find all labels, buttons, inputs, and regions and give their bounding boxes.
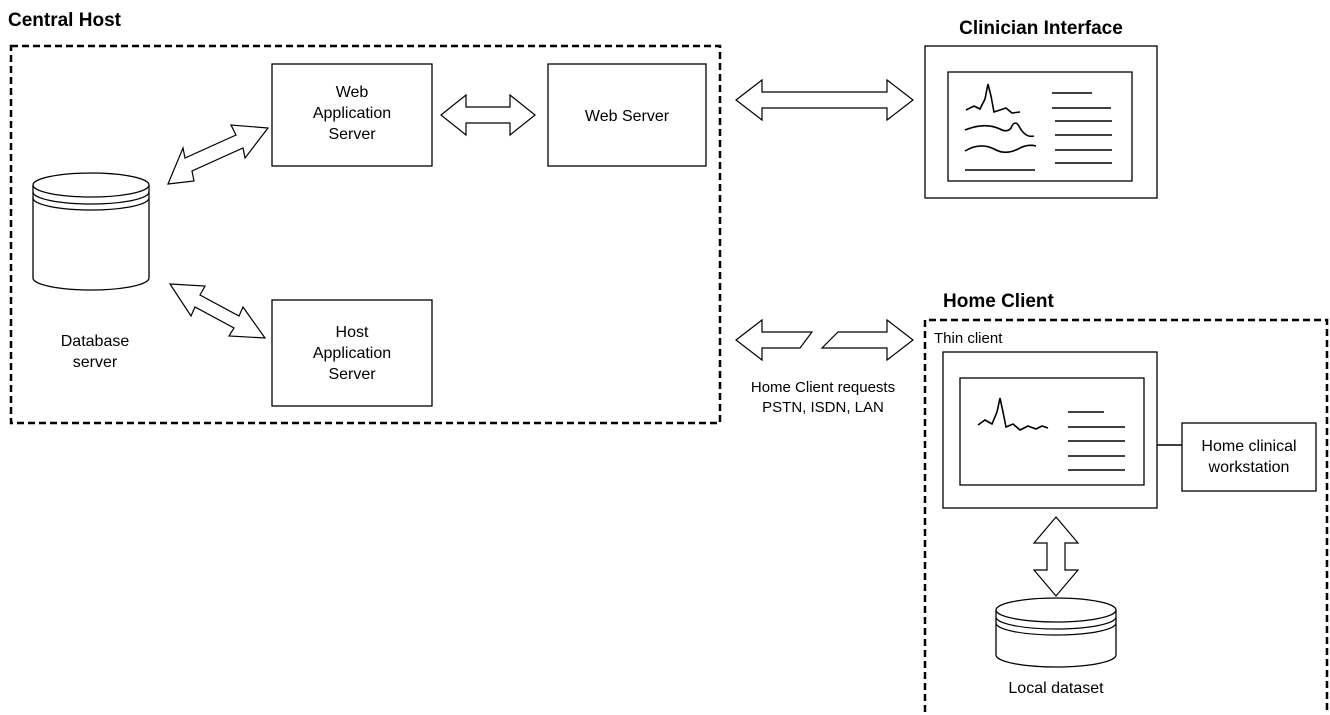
home-client-connection-arrow — [735, 318, 914, 362]
clinician-text-lines-icon — [1052, 92, 1112, 164]
workstation-label-line2: workstation — [1208, 459, 1290, 476]
host-app-server-label-line1: Host — [336, 324, 369, 341]
home-client-boundary — [923, 318, 1329, 712]
workstation-label-line1: Home clinical — [1201, 438, 1296, 455]
central-host-boundary — [9, 44, 722, 425]
webserver-clinician-double-arrow — [735, 78, 914, 122]
connection-label-line2: PSTN, ISDN, LAN — [762, 399, 884, 416]
thin-client-dataset-double-arrow — [1032, 516, 1080, 597]
home-client-title: Home Client — [943, 291, 1055, 312]
thin-client-label: Thin client — [934, 330, 1003, 347]
db-hostapp-double-arrow — [168, 283, 267, 339]
thin-client-text-lines-icon — [1068, 411, 1125, 471]
host-application-server-box — [271, 299, 433, 407]
clinician-interface-title: Clinician Interface — [959, 18, 1123, 39]
web-server-label: Web Server — [585, 108, 670, 125]
database-server-label-line1: Database — [61, 333, 130, 350]
web-app-server-label-line1: Web — [336, 84, 369, 101]
host-app-server-label-line3: Server — [328, 366, 376, 383]
database-server-label-line2: server — [73, 354, 118, 371]
central-host-title: Central Host — [8, 10, 122, 31]
connection-label-line1: Home Client requests — [751, 379, 895, 396]
web-app-server-label-line3: Server — [328, 126, 376, 143]
web-server-box — [547, 63, 707, 167]
thin-client-waveform-icon — [977, 397, 1049, 431]
local-dataset-icon — [995, 597, 1117, 668]
thin-client-monitor-screen — [959, 377, 1145, 486]
local-dataset-label: Local dataset — [1008, 680, 1104, 697]
database-server-icon — [32, 172, 150, 291]
db-webapp-double-arrow — [167, 124, 270, 185]
home-clinical-workstation-box — [1181, 422, 1317, 492]
web-app-server-label-line2: Application — [313, 105, 391, 122]
clinician-waveform-icon — [964, 83, 1037, 171]
webapp-webserver-double-arrow — [440, 93, 536, 137]
web-application-server-box — [271, 63, 433, 167]
host-app-server-label-line2: Application — [313, 345, 391, 362]
